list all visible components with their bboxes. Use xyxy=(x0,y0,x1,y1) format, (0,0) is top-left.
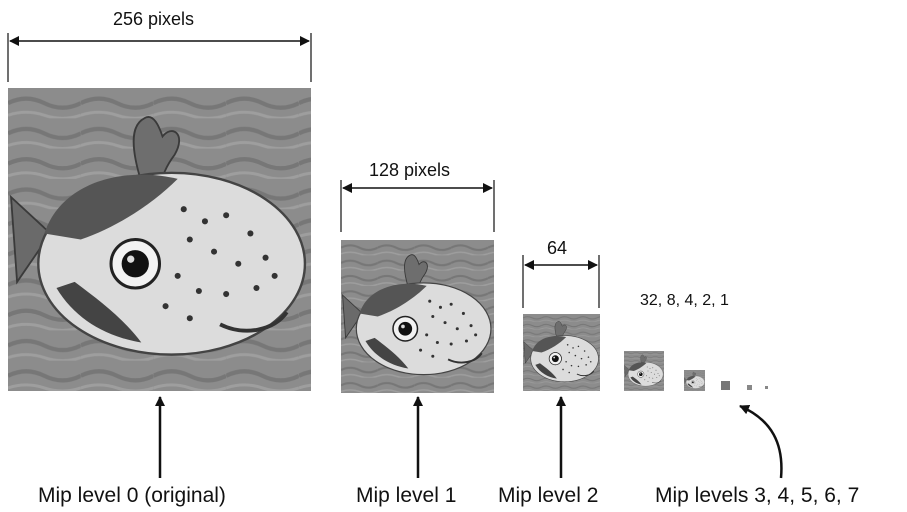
mip-level-2-image xyxy=(523,314,600,391)
caption-mip-levels-rest: Mip levels 3, 4, 5, 6, 7 xyxy=(655,484,860,507)
mip-level-3-image xyxy=(624,351,664,391)
caption-mip-level-2: Mip level 2 xyxy=(498,484,599,507)
mip-level-6-image xyxy=(747,385,752,390)
mip-level-0-image xyxy=(8,88,311,391)
mip-level-7-image xyxy=(765,386,768,389)
caption-mip-level-0: Mip level 0 (original) xyxy=(38,484,226,507)
mip-level-5-image xyxy=(721,381,730,390)
small-mip-sizes-label: 32, 8, 4, 2, 1 xyxy=(640,292,729,309)
pointer-arrow-levels-rest xyxy=(739,404,783,479)
dimension-label-level-0: 256 pixels xyxy=(113,9,195,29)
caption-mip-level-1: Mip level 1 xyxy=(356,484,457,507)
dimension-label-level-1: 128 pixels xyxy=(369,160,451,180)
dimension-label-level-2: 64 xyxy=(547,238,568,258)
mip-level-4-image xyxy=(684,370,705,391)
mip-level-1-image xyxy=(341,240,494,393)
